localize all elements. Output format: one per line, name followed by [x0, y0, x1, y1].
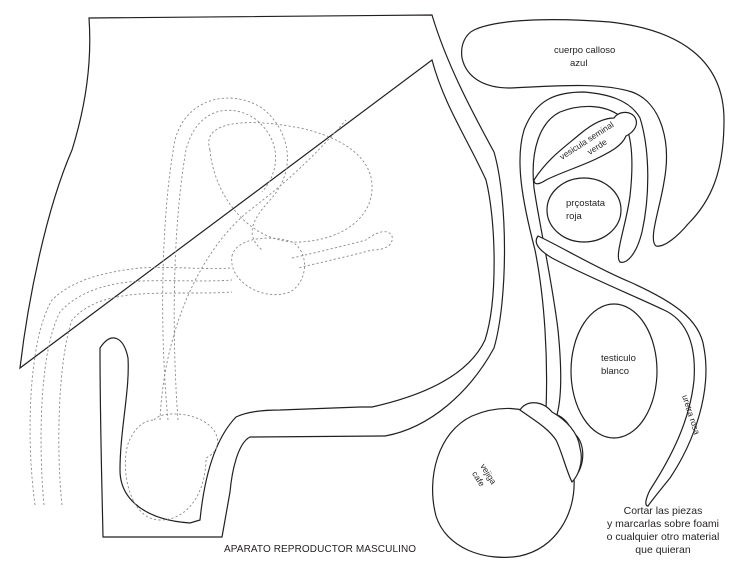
conducto-deferente-piece	[519, 91, 649, 420]
vesicula-seminal-piece	[533, 111, 638, 185]
instructions-line-1: Cortar las piezas	[624, 505, 703, 517]
seminal-vesicle-guide	[291, 231, 393, 269]
body-silhouette-piece	[19, 14, 506, 538]
page-title: APARATO REPRODUCTOR MASCULINO	[224, 544, 416, 555]
cuerpo-calloso-piece	[461, 19, 725, 247]
cuerpo-calloso-label-1: cuerpo calloso	[554, 45, 615, 56]
instructions-line-4: que quieran	[635, 544, 691, 556]
prostata-piece	[546, 177, 622, 243]
prostata-label-1: prçostata	[566, 198, 606, 209]
vas-deferens-guide	[162, 97, 288, 421]
testiculo-piece	[570, 303, 658, 439]
instructions-line-2: y marcarlas sobre foami	[607, 518, 719, 530]
cuerpo-calloso-label-2: azul	[570, 58, 587, 69]
testicle-guide	[124, 413, 219, 521]
penis-guide-outline	[29, 266, 233, 506]
uretra-piece	[535, 235, 707, 507]
instructions-line-3: o cualquier otro material	[607, 531, 720, 543]
urethra-guide-inner	[40, 279, 233, 506]
testiculo-label-1: testiculo	[601, 353, 636, 364]
spermatic-cord-guide	[159, 119, 347, 421]
bladder-guide-outline	[208, 122, 373, 243]
prostata-label-2: roja	[566, 211, 583, 222]
prostate-guide	[231, 237, 305, 296]
testiculo-label-2: blanco	[601, 366, 629, 377]
vejiga-neck-piece	[519, 402, 582, 484]
